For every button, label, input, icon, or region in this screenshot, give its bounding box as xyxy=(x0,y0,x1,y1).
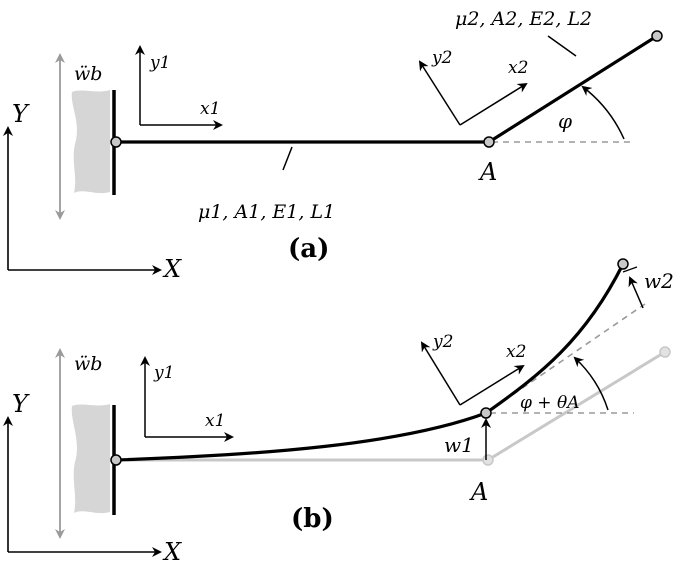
deflection1-label-b: w1 xyxy=(444,433,474,457)
local1-x-label-a: x1 xyxy=(200,99,220,119)
local2-y-label-b: y2 xyxy=(432,332,453,352)
joint-label-b: A xyxy=(469,478,488,506)
joint-wall-b xyxy=(110,454,122,466)
base-accel-label-b: ẅb xyxy=(74,353,102,375)
panel-label-a: (a) xyxy=(288,234,329,264)
local2-y-axis-b xyxy=(420,341,461,406)
joint-a-node-b xyxy=(480,407,492,419)
deformed-beam2-b xyxy=(485,263,625,415)
base-accel-label-a: ẅb xyxy=(74,63,102,85)
local1-y-label-a: y1 xyxy=(149,53,170,73)
wall-a xyxy=(71,90,110,194)
tip-node-a xyxy=(651,30,663,42)
angle-label-b: φ + θA xyxy=(520,393,579,413)
local2-y-axis-a xyxy=(418,60,461,126)
joint-label-a: A xyxy=(478,158,497,186)
beam2-leader-a xyxy=(547,35,577,57)
ghost-beam2-b xyxy=(487,350,666,462)
beam1-params-a: μ1, A1, E1, L1 xyxy=(198,201,335,223)
local2-x-axis-a xyxy=(459,82,528,126)
wall-b xyxy=(71,404,110,514)
local1-y-label-b: y1 xyxy=(153,363,174,383)
joint-a-node-a xyxy=(483,136,495,148)
angle-arc-a xyxy=(581,85,625,140)
beam2-a xyxy=(488,34,658,144)
global-x-label-a: X xyxy=(162,255,182,283)
global-x-label-b: X xyxy=(162,538,182,566)
global-y-label-a: Y xyxy=(12,100,30,128)
beam2-params-a: μ2, A2, E2, L2 xyxy=(455,8,592,30)
ghost-tip-b xyxy=(659,346,671,358)
deflection2-label-b: w2 xyxy=(644,269,674,293)
angle-arc-b xyxy=(573,356,609,411)
local1-x-label-b: x1 xyxy=(205,411,225,431)
local2-x-label-b: x2 xyxy=(506,342,526,362)
joint-wall-a xyxy=(110,136,122,148)
panel-label-b: (b) xyxy=(291,504,334,534)
local2-x-label-a: x2 xyxy=(508,58,528,78)
panel-a: Y X ẅb y1 x1 μ1, A1, E1, L1 μ2, A2, E2, … xyxy=(2,8,663,283)
tip-node-b xyxy=(617,258,629,270)
ghost-joint-b xyxy=(482,454,494,466)
beam1-leader-a xyxy=(282,146,293,171)
global-y-label-b: Y xyxy=(12,390,30,418)
angle-label-a: φ xyxy=(558,109,572,133)
deflection2-tick-b xyxy=(622,266,638,273)
panel-b: Y X ẅb y1 x1 w1 w2 y2 xyxy=(2,258,674,566)
deformed-beam1-b xyxy=(115,411,487,462)
local2-x-axis-b xyxy=(459,364,525,406)
deflection2-arrow-b xyxy=(628,276,644,309)
local2-y-label-a: y2 xyxy=(431,48,452,68)
